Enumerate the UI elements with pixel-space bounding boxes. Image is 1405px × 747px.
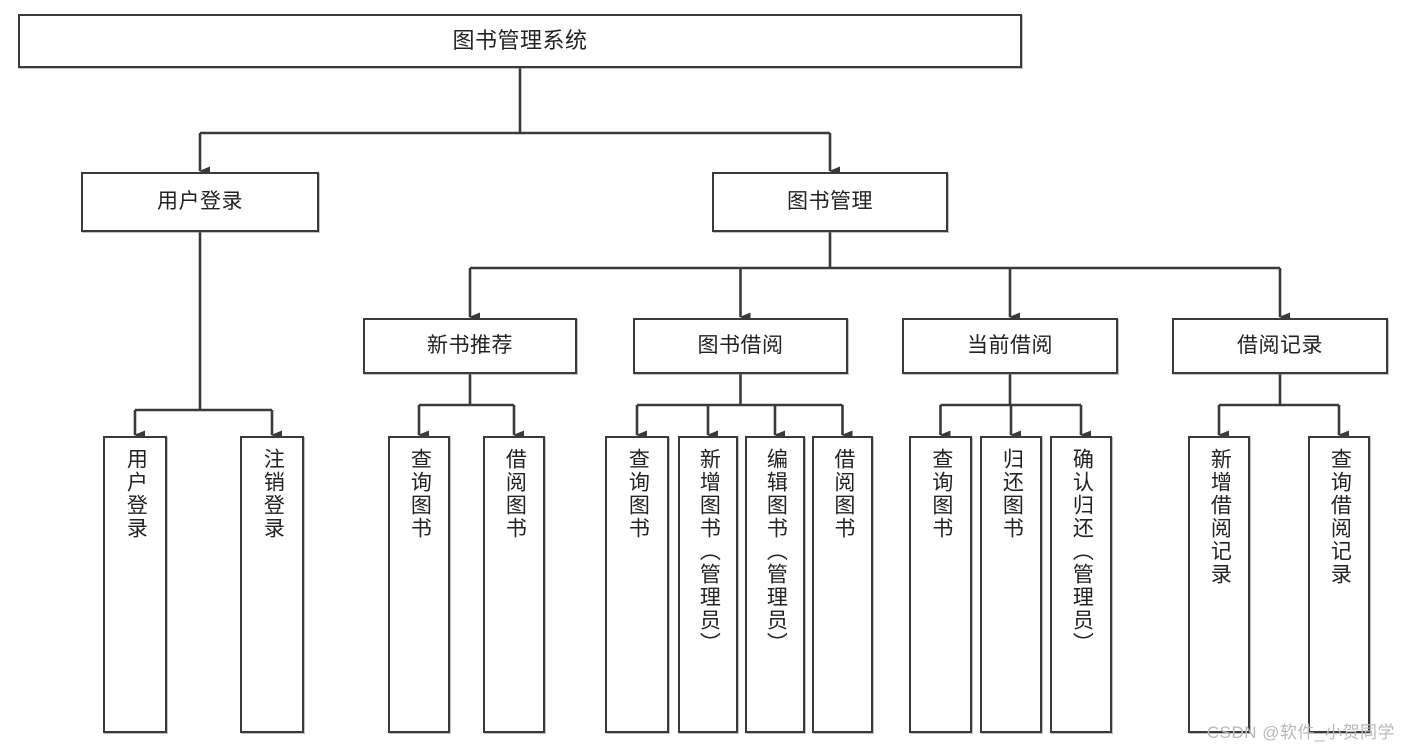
- node-leaf-confirm-return-admin[interactable]: 确认归还（管理员）: [1050, 436, 1112, 733]
- node-label: 借阅图书: [831, 448, 855, 540]
- node-user-login[interactable]: 用户登录: [81, 172, 319, 232]
- node-leaf-user-login[interactable]: 用户登录: [103, 436, 167, 733]
- csdn-watermark: CSDN @软件_小贺同学: [1206, 723, 1395, 742]
- node-leaf-query-book-borrowing[interactable]: 查询图书: [605, 436, 669, 733]
- node-label: 图书借阅: [697, 334, 784, 358]
- node-label: 编辑图书（管理员）: [764, 448, 788, 655]
- node-label: 查询借阅记录: [1328, 448, 1352, 586]
- node-borrowing-record[interactable]: 借阅记录: [1172, 318, 1388, 374]
- node-leaf-query-book-recommendation[interactable]: 查询图书: [388, 436, 450, 733]
- node-label: 归还图书: [1000, 448, 1024, 540]
- node-label: 图书管理: [787, 190, 873, 214]
- node-label: 用户登录: [157, 190, 243, 214]
- node-label: 确认归还（管理员）: [1070, 448, 1094, 655]
- node-label: 注销登录: [261, 448, 285, 540]
- node-leaf-user-logout[interactable]: 注销登录: [240, 436, 304, 733]
- node-label: 用户登录: [124, 448, 148, 540]
- node-leaf-add-borrow-record[interactable]: 新增借阅记录: [1188, 436, 1250, 733]
- node-label: 图书管理系统: [452, 28, 588, 54]
- node-label: 查询图书: [408, 448, 432, 540]
- node-leaf-query-book-current[interactable]: 查询图书: [909, 436, 972, 733]
- node-label: 新增图书（管理员）: [697, 448, 721, 655]
- node-label: 查询图书: [626, 448, 650, 540]
- node-leaf-borrow-book-recommendation[interactable]: 借阅图书: [483, 436, 545, 733]
- node-leaf-query-borrow-record[interactable]: 查询借阅记录: [1308, 436, 1370, 733]
- node-label: 新书推荐: [427, 334, 513, 358]
- node-book-management[interactable]: 图书管理: [712, 172, 948, 232]
- node-label: 当前借阅: [967, 334, 1053, 358]
- node-label: 借阅图书: [503, 448, 527, 540]
- node-leaf-borrow-book-borrowing[interactable]: 借阅图书: [812, 436, 873, 733]
- node-current-borrowing[interactable]: 当前借阅: [902, 318, 1118, 374]
- node-leaf-add-book-admin[interactable]: 新增图书（管理员）: [678, 436, 738, 733]
- node-book-borrowing[interactable]: 图书借阅: [633, 318, 848, 374]
- node-label: 借阅记录: [1237, 334, 1323, 358]
- node-label: 查询图书: [929, 448, 953, 540]
- node-new-book-recommendation[interactable]: 新书推荐: [363, 318, 577, 374]
- node-root-book-management-system[interactable]: 图书管理系统: [18, 14, 1022, 68]
- node-leaf-return-book[interactable]: 归还图书: [980, 436, 1042, 733]
- node-leaf-edit-book-admin[interactable]: 编辑图书（管理员）: [745, 436, 805, 733]
- node-label: 新增借阅记录: [1208, 448, 1232, 586]
